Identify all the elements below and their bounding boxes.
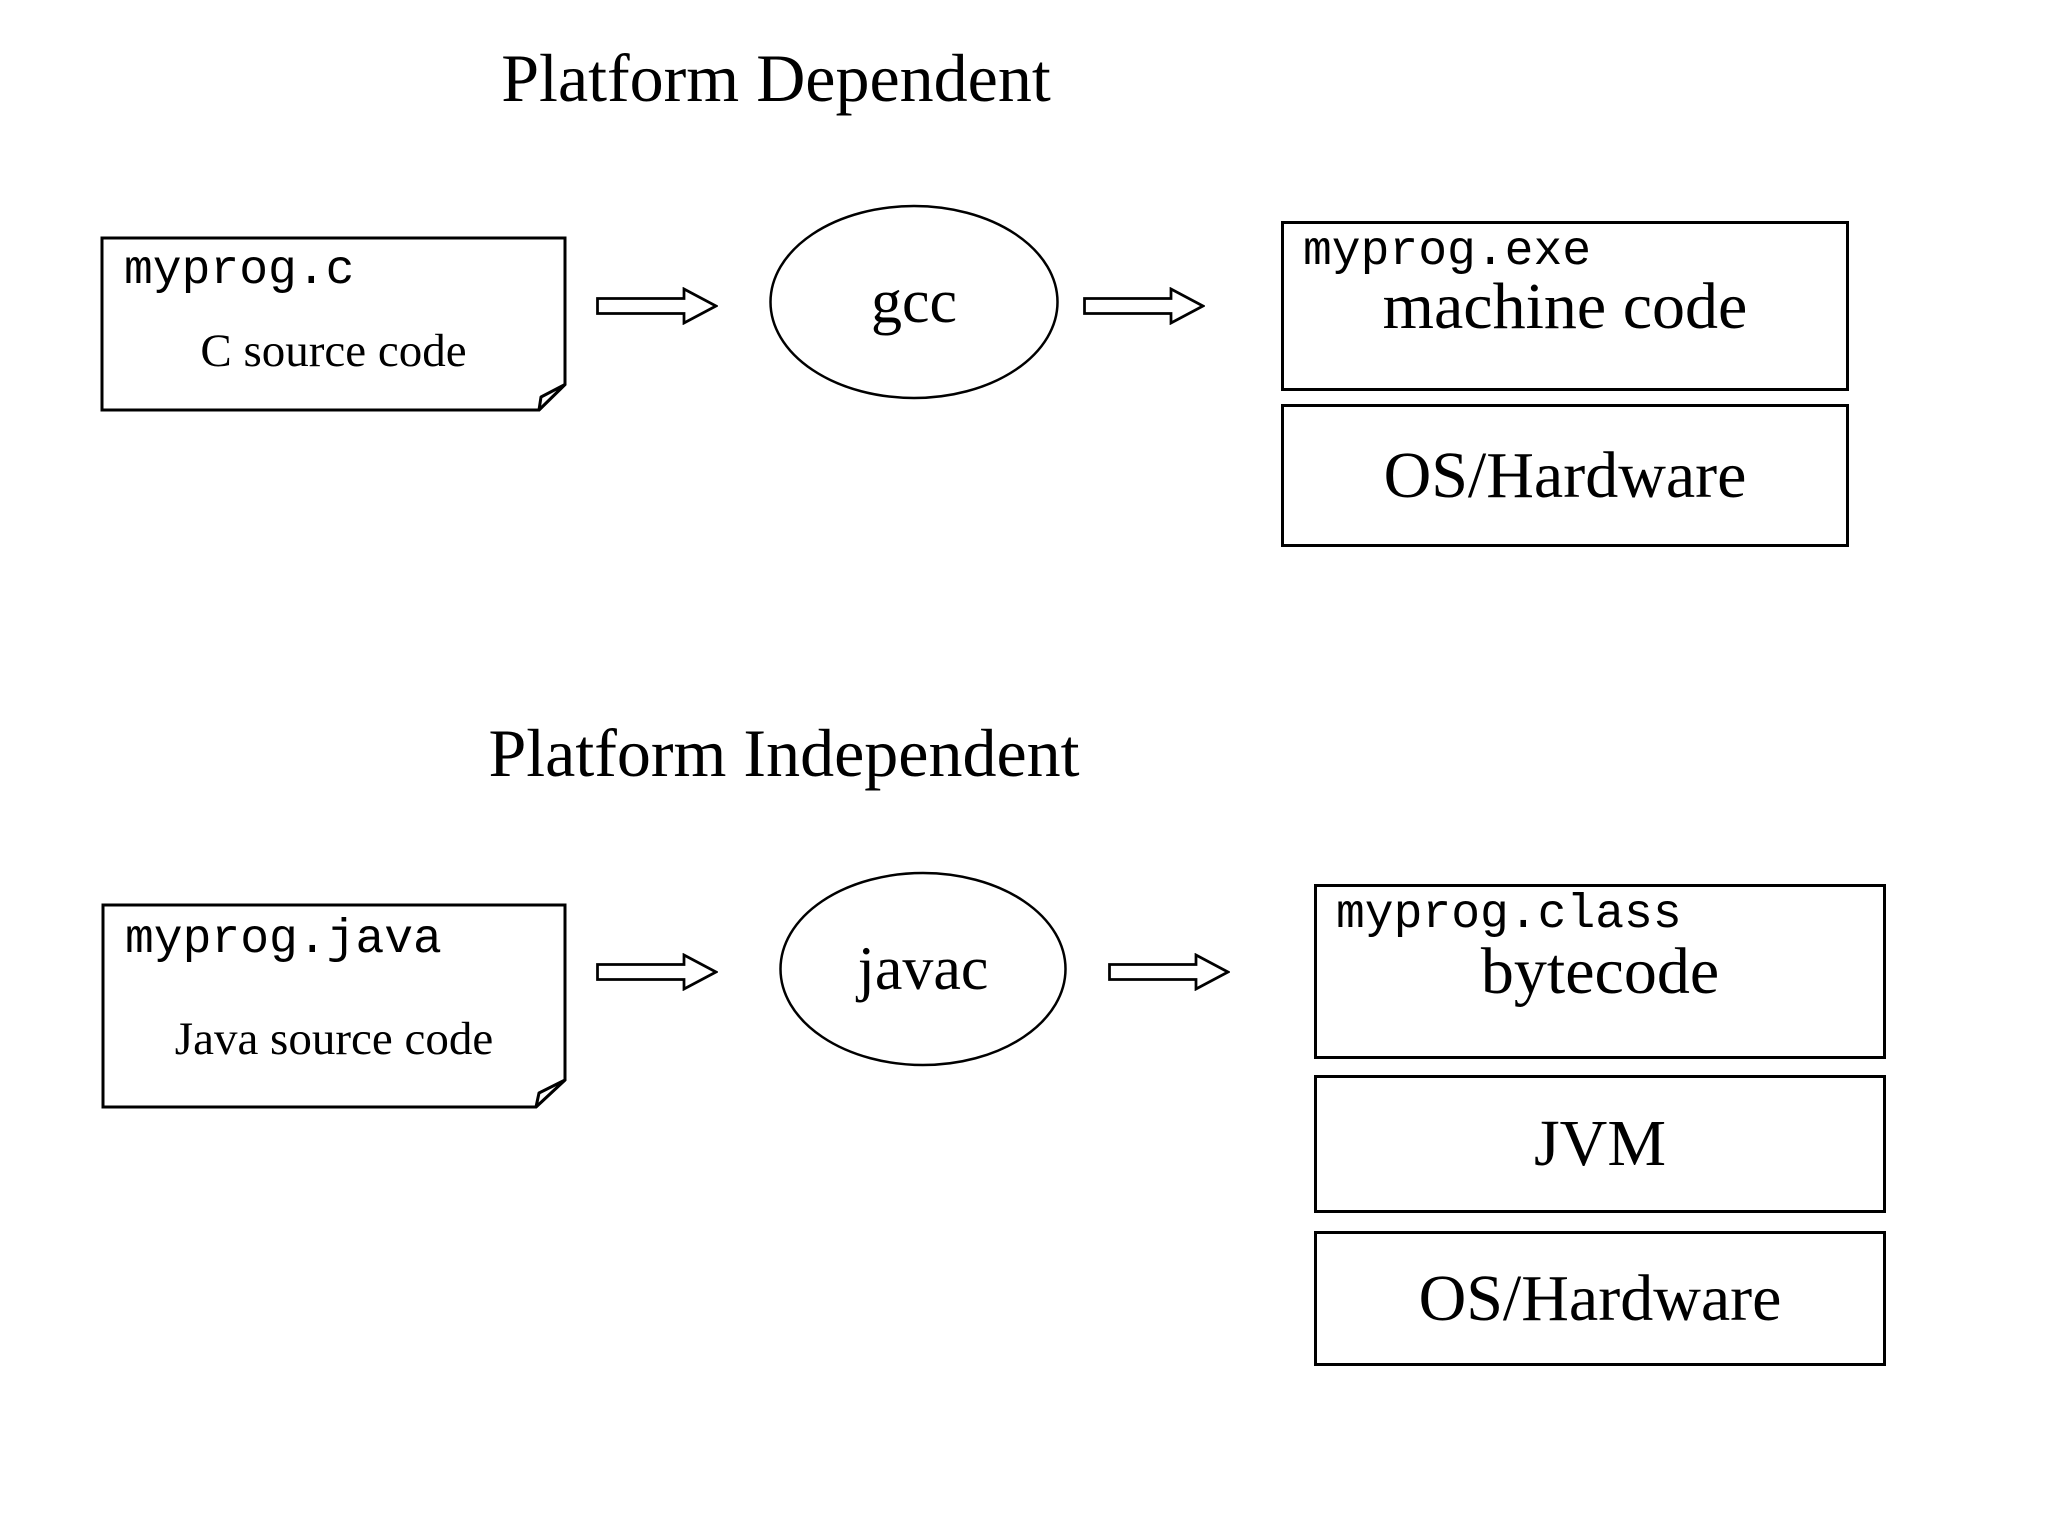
document-outline-icon — [100, 236, 567, 412]
ellipse-outline-icon — [769, 204, 1059, 400]
compiler-name: javac — [857, 935, 989, 1003]
output-filename: myprog.exe — [1303, 225, 1592, 279]
compiler-name: gcc — [870, 268, 958, 336]
document-label: C source code — [200, 325, 467, 377]
stack-label: OS/Hardware — [1383, 438, 1747, 512]
bytecode-box: myprog.class bytecode — [1314, 884, 1886, 1059]
os-hardware-box-2: OS/Hardware — [1314, 1231, 1886, 1366]
platform-independent-title: Platform Independent — [488, 715, 1080, 791]
right-arrow-icon — [596, 953, 718, 991]
platform-dependent-title: Platform Dependent — [501, 40, 1051, 116]
output-filename: myprog.class — [1336, 888, 1682, 942]
java-source-document: myprog.java Java source code — [101, 903, 567, 1109]
document-filename: myprog.c — [124, 244, 355, 298]
stack-label: JVM — [1533, 1107, 1667, 1180]
machine-code-box: myprog.exe machine code — [1281, 221, 1849, 391]
output-label: bytecode — [1480, 935, 1720, 1008]
gcc-compiler-node: gcc — [768, 204, 1060, 400]
output-label: machine code — [1382, 270, 1748, 343]
document-filename: myprog.java — [125, 913, 442, 967]
ellipse-outline-icon — [779, 871, 1067, 1067]
javac-compiler-node: javac — [778, 871, 1068, 1067]
c-source-document: myprog.c C source code — [100, 236, 567, 412]
document-label: Java source code — [174, 1013, 494, 1065]
os-hardware-box: OS/Hardware — [1281, 404, 1849, 547]
right-arrow-icon — [596, 287, 718, 325]
right-arrow-icon — [1083, 287, 1205, 325]
document-outline-icon — [101, 903, 567, 1109]
right-arrow-icon — [1108, 953, 1230, 991]
stack-label: OS/Hardware — [1418, 1261, 1782, 1335]
jvm-box: JVM — [1314, 1075, 1886, 1213]
